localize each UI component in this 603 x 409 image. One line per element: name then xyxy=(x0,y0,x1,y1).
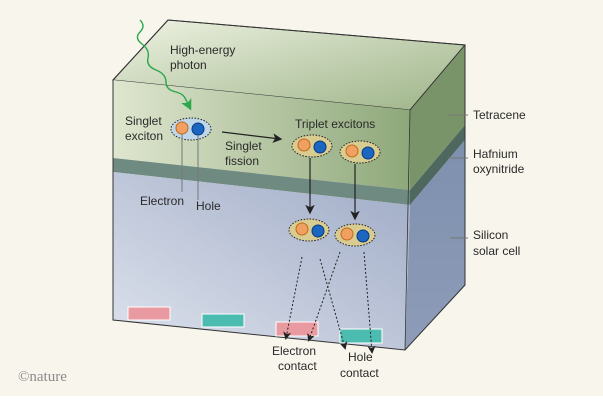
fission-label-1: Singlet xyxy=(225,139,262,153)
hole-icon xyxy=(313,140,327,154)
electron-icon xyxy=(297,138,311,152)
hole-icon xyxy=(356,229,370,243)
silicon-label-2: solar cell xyxy=(473,244,520,258)
silicon-exciton xyxy=(334,223,376,247)
triplet-exciton xyxy=(291,134,333,158)
hafnium-label-2: oxynitride xyxy=(473,162,525,176)
hole-icon xyxy=(311,224,325,238)
electron-label: Electron xyxy=(140,194,184,208)
electron-icon xyxy=(340,227,354,241)
electron-contact-pad xyxy=(127,306,171,321)
electron-icon xyxy=(345,144,359,158)
tetracene-label: Tetracene xyxy=(473,108,526,122)
hole-label: Hole xyxy=(196,199,221,213)
electron-contact-pad xyxy=(275,321,319,337)
right-face-hafnium xyxy=(410,125,465,205)
top-right-edge xyxy=(409,44,466,111)
electron-icon xyxy=(175,121,189,135)
right-face-silicon xyxy=(405,140,465,350)
photon-label-2: photon xyxy=(170,58,207,72)
hole-icon xyxy=(361,146,375,160)
hole-icon xyxy=(191,122,205,136)
front-right-edge xyxy=(404,109,411,351)
photon-wave xyxy=(136,19,192,111)
right-face-tetracene xyxy=(410,45,465,190)
electron-contact-label-2: contact xyxy=(278,359,317,373)
fission-arrow xyxy=(221,131,283,143)
electron-contact-label-1: Electron xyxy=(272,344,316,358)
carrier-paths xyxy=(283,251,376,354)
hole-contact-pad xyxy=(201,313,245,328)
nature-logo: ©nature xyxy=(18,369,67,385)
singlet-exciton-label-1: Singlet xyxy=(125,114,162,128)
hole-contact-label-2: contact xyxy=(340,366,379,380)
photon-label-1: High-energy xyxy=(170,43,235,57)
hafnium-oxynitride-layer xyxy=(113,158,410,205)
hole-contact-pad xyxy=(339,328,383,344)
hole-contact-label-1: Hole xyxy=(348,350,373,364)
fission-label-2: fission xyxy=(225,154,259,168)
electron-icon xyxy=(295,222,309,236)
silicon-label-1: Silicon xyxy=(473,228,508,242)
triplet-excitons-label: Triplet excitons xyxy=(295,117,375,131)
silicon-exciton xyxy=(288,218,330,242)
silicon-layer xyxy=(113,172,410,350)
triplet-exciton xyxy=(339,140,381,164)
hafnium-label-1: Hafnium xyxy=(473,147,518,161)
singlet-exciton-label-2: exciton xyxy=(125,129,163,143)
block-outline xyxy=(112,19,466,351)
